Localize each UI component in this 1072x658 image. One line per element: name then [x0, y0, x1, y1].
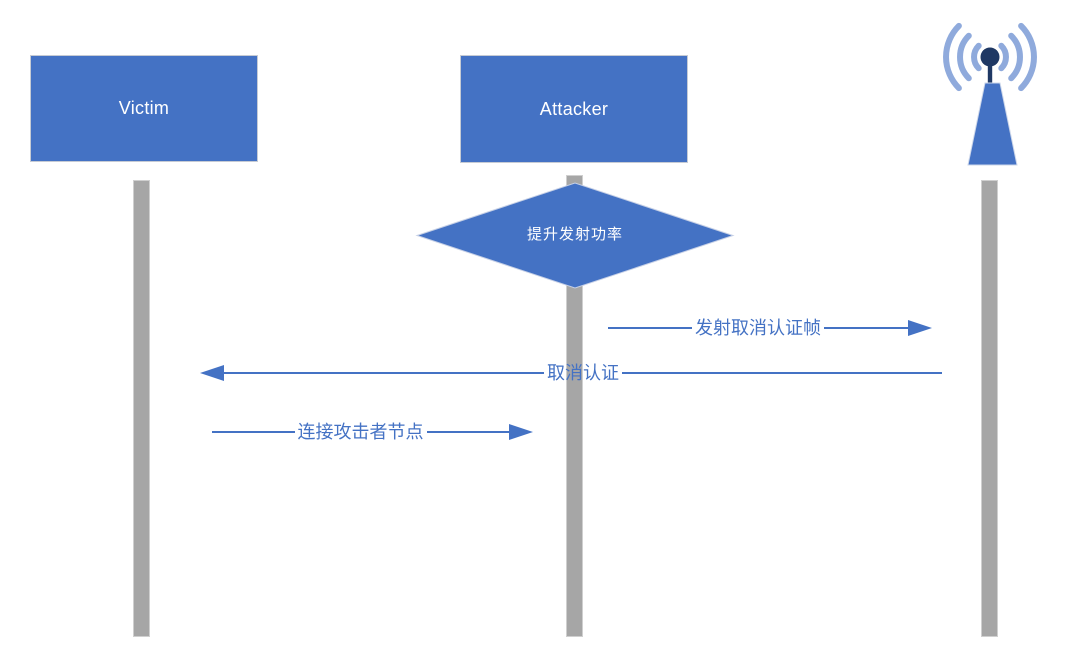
- attacker-actor-box: Attacker: [460, 55, 688, 163]
- message-label: 发射取消认证帧: [695, 318, 821, 338]
- message-label: 连接攻击者节点: [297, 422, 424, 442]
- diamond-shape: [415, 182, 735, 289]
- access-point-actor: [925, 5, 1065, 175]
- message-send-deauth-frame: 发射取消认证帧: [608, 317, 932, 339]
- victim-lifeline: [133, 180, 150, 637]
- arrowhead-right-icon: [908, 320, 932, 336]
- wave-arc-right-inner: [998, 42, 1009, 72]
- attacker-label: Attacker: [539, 98, 609, 119]
- message-connect-attacker-node: 连接攻击者节点: [212, 421, 533, 443]
- wave-arc-right-outer: [1018, 22, 1037, 92]
- arrow-line: [608, 326, 692, 330]
- antenna-head: [980, 47, 1000, 67]
- victim-label: Victim: [118, 98, 170, 118]
- wave-arc-left-middle: [957, 32, 972, 82]
- arrowhead-right-icon: [509, 424, 533, 440]
- wave-arc-left-outer: [943, 22, 962, 92]
- message-label: 取消认证: [547, 363, 619, 383]
- victim-actor-box: Victim: [30, 55, 258, 162]
- decision-label: 提升发射功率: [526, 225, 623, 243]
- arrow-line: [224, 371, 544, 375]
- decision-node: 提升发射功率: [410, 176, 740, 294]
- wave-arc-left-inner: [971, 42, 982, 72]
- access-point-lifeline: [981, 180, 998, 637]
- wifi-antenna-icon: [943, 22, 1037, 166]
- arrow-line: [824, 326, 908, 330]
- arrow-line: [622, 371, 942, 375]
- message-deauth: 取消认证: [200, 362, 942, 384]
- attacker-lifeline: [566, 175, 583, 637]
- diamond-icon: [415, 182, 735, 289]
- arrow-line: [426, 430, 509, 434]
- arrow-line: [212, 430, 295, 434]
- antenna-mast: [987, 61, 993, 85]
- arrowhead-left-icon: [200, 365, 224, 381]
- wave-arc-right-middle: [1008, 32, 1023, 82]
- antenna-tower: [967, 82, 1018, 166]
